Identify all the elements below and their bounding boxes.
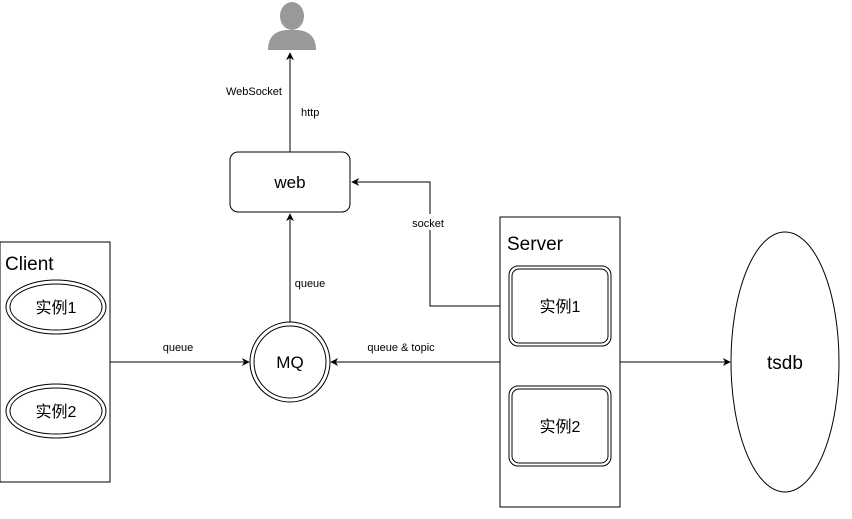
web-node: web <box>229 151 351 213</box>
edge-label-client-queue: queue <box>163 342 194 354</box>
server-title: Server <box>507 234 564 255</box>
client-instance-2: 实例2 <box>5 383 107 439</box>
server-instance-1: 实例1 <box>508 265 612 347</box>
client-container: Client <box>0 241 111 483</box>
client-instance-1: 实例1 <box>5 279 107 335</box>
edge-label-socket: socket <box>412 218 444 230</box>
user-icon <box>268 2 316 50</box>
server-instance-2: 实例2 <box>508 385 612 467</box>
edge-mq-to-web <box>286 213 329 322</box>
mq-node: MQ <box>249 321 331 403</box>
client-instance-2-label: 实例2 <box>36 403 77 421</box>
client-instance-1-label: 实例1 <box>36 299 77 317</box>
tsdb-node: tsdb <box>730 231 840 493</box>
edge-server-to-web <box>351 178 510 307</box>
edge-label-websocket: WebSocket <box>226 86 282 98</box>
edge-label-http: http <box>301 107 319 119</box>
web-node-label: web <box>273 173 305 192</box>
server-instance-2-label: 实例2 <box>540 418 581 436</box>
edge-label-mq-web-queue: queue <box>295 278 326 290</box>
client-title: Client <box>5 254 54 275</box>
server-instance-1-label: 实例1 <box>540 298 581 316</box>
edge-label-queue-topic: queue & topic <box>367 342 435 354</box>
tsdb-node-label: tsdb <box>767 353 803 374</box>
mq-node-label: MQ <box>276 353 303 372</box>
